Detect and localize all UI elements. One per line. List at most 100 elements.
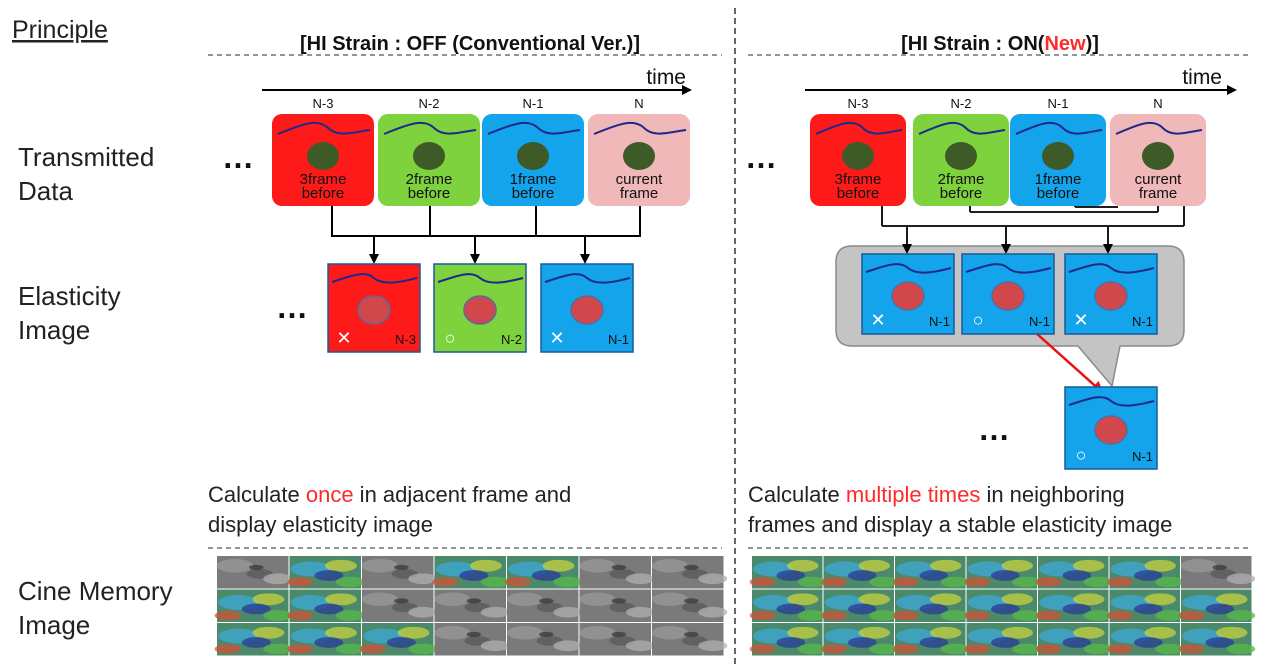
curve-line <box>1015 121 1103 135</box>
elasticity-frame-label: N-1 <box>929 314 950 329</box>
cine-cell-elasticity <box>892 589 970 622</box>
right-time-label: time <box>1182 66 1222 89</box>
cine-cell-bmode <box>361 589 438 622</box>
cine-cell-elasticity <box>749 556 827 589</box>
frame-header-label: N <box>1153 96 1162 111</box>
cine-cell-bmode <box>579 556 655 589</box>
right-connectors <box>881 205 1185 254</box>
cine-cell-elasticity <box>432 556 510 589</box>
right-caption-highlight: multiple times <box>846 482 980 507</box>
right-elasticity-frame-2: ○N-1 <box>961 253 1055 335</box>
frame-caption-line2: before <box>837 185 880 202</box>
curve-line <box>437 273 524 284</box>
left-elasticity-frame-1: ✕ N-3 <box>327 263 421 353</box>
right-output-elasticity-frame-1: ○N-1 <box>1064 386 1158 470</box>
cine-cell-bmode <box>361 556 438 589</box>
frame-caption-line2: before <box>302 185 345 202</box>
left-transmitted-ellipsis: … <box>222 139 254 175</box>
left-cine-memory-strip <box>214 556 728 656</box>
cine-cell-bmode <box>434 623 510 656</box>
cine-cell-elasticity <box>1035 623 1113 656</box>
frame-header-label: N-1 <box>523 96 544 111</box>
right-output-ellipsis: … <box>978 411 1010 447</box>
frame-header-label: N-1 <box>1048 96 1069 111</box>
cine-cell-bmode <box>506 589 583 622</box>
lesion-blob <box>891 281 925 311</box>
curve-line <box>815 121 903 135</box>
lesion-blob <box>307 142 339 170</box>
left-elasticity-frame-3: ✕ N-1 <box>540 263 634 353</box>
cine-cell-bmode <box>651 589 728 622</box>
principle-label: Principle <box>12 16 108 44</box>
lesion-blob <box>1142 142 1174 170</box>
lesion-blob <box>357 295 391 325</box>
cine-cell-elasticity <box>214 623 293 656</box>
frame-header-label: N-3 <box>848 96 869 111</box>
frame-header-label: N-3 <box>313 96 334 111</box>
curve-line <box>383 121 477 135</box>
curve-line <box>865 263 952 274</box>
elasticity-frame-label: N-1 <box>1029 314 1050 329</box>
cross-mark-icon: ✕ <box>336 328 351 348</box>
right-title: [HI Strain : ON(New)] <box>901 33 1099 55</box>
lesion-blob <box>413 142 445 170</box>
curve-line <box>1115 121 1203 135</box>
frame-header-label: N-2 <box>951 96 972 111</box>
cine-cell-bmode <box>216 556 293 589</box>
frame-caption-line1: 3frame <box>835 171 882 188</box>
elasticity-frame-label: N-3 <box>395 332 416 347</box>
cross-mark-icon: ✕ <box>870 310 885 330</box>
elasticity-frame-label: N-1 <box>1132 449 1153 464</box>
left-connectors <box>331 206 641 264</box>
curve-line <box>331 273 418 284</box>
frame-caption-line1: 3frame <box>300 171 347 188</box>
cine-cell-elasticity <box>749 589 827 622</box>
cine-cell-bmode <box>579 589 655 622</box>
frame-caption-line1: current <box>1135 171 1183 188</box>
cine-cell-elasticity <box>892 623 970 656</box>
cine-cell-bmode <box>651 556 728 589</box>
right-elasticity-frame-1: ✕ N-1 <box>861 253 955 335</box>
cine-cell-elasticity <box>821 556 898 589</box>
left-elasticity-frame-2: ○N-2 <box>433 263 527 353</box>
cine-cell-elasticity <box>964 556 1041 589</box>
elasticity-image-label: Elasticity Image <box>18 281 128 345</box>
frame-caption-line2: frame <box>620 185 658 202</box>
left-title: [HI Strain : OFF (Conventional Ver.)] <box>300 33 640 55</box>
cross-mark-icon: ✕ <box>549 328 564 348</box>
frame-caption-line1: current <box>616 171 664 188</box>
left-caption-highlight: once <box>306 482 354 507</box>
curve-line <box>918 121 1006 135</box>
cine-cell-elasticity <box>964 589 1041 622</box>
elasticity-frame-label: N-1 <box>608 332 629 347</box>
curve-line <box>593 121 687 135</box>
cine-cell-bmode <box>434 589 510 622</box>
curve-line <box>1068 396 1155 407</box>
left-elasticity-ellipsis: … <box>276 289 308 325</box>
cine-cell-elasticity <box>287 623 365 656</box>
cine-cell-elasticity <box>1178 623 1256 656</box>
cine-cell-elasticity <box>892 556 970 589</box>
lesion-blob <box>1094 415 1128 445</box>
frame-caption-line2: frame <box>1139 185 1177 202</box>
cine-cell-elasticity <box>821 623 898 656</box>
cine-cell-elasticity <box>1107 556 1184 589</box>
frame-caption-line2: before <box>1037 185 1080 202</box>
left-time-axis: time <box>262 66 692 95</box>
cine-cell-elasticity <box>821 589 898 622</box>
cine-cell-elasticity <box>964 623 1041 656</box>
left-caption: Calculate once in adjacent frame and dis… <box>208 482 577 537</box>
frame-caption-line2: before <box>408 185 451 202</box>
frame-caption-line2: before <box>940 185 983 202</box>
transmitted-data-label: Transmitted Data <box>18 142 162 206</box>
right-time-axis: time <box>805 66 1237 95</box>
red-arrow <box>1035 332 1104 394</box>
cine-cell-bmode <box>651 623 728 656</box>
